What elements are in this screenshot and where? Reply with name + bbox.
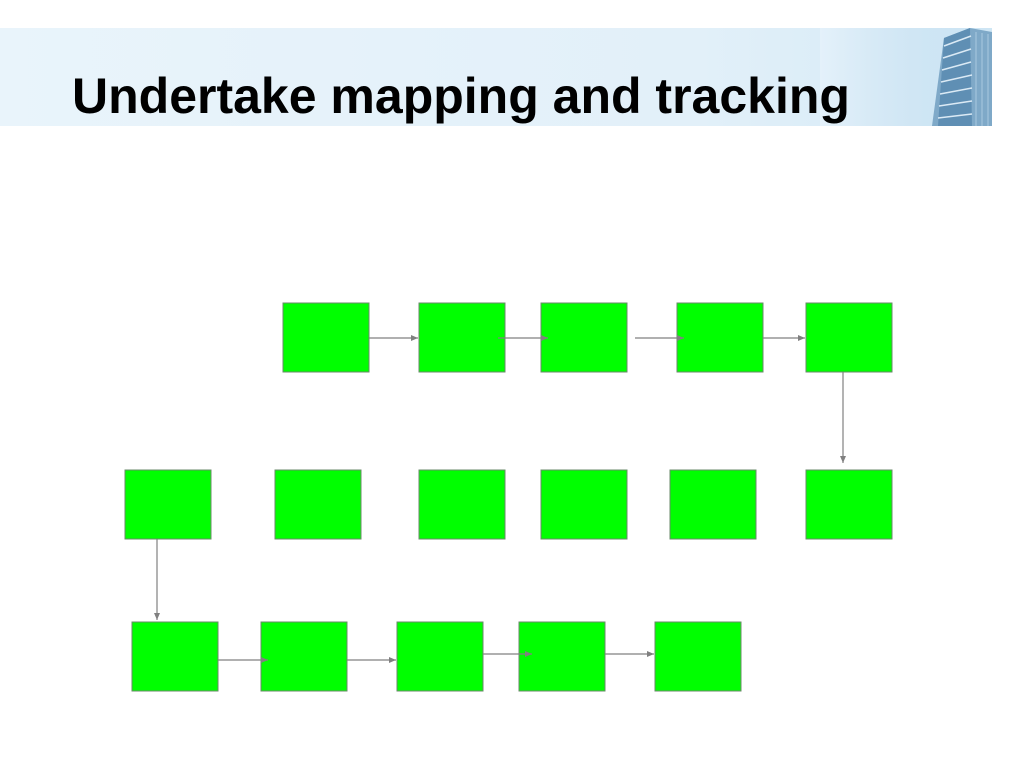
flow-box-r2-4 xyxy=(540,469,628,540)
slide-title: Undertake mapping and tracking xyxy=(72,68,850,124)
flow-box-r3-1 xyxy=(131,621,219,692)
flow-box-r1-1 xyxy=(282,302,370,373)
flow-box-r2-5 xyxy=(669,469,757,540)
flow-box-r1-2 xyxy=(418,302,506,373)
flow-box-r3-2 xyxy=(260,621,348,692)
flow-box-r2-6 xyxy=(805,469,893,540)
flow-box-r2-2 xyxy=(274,469,362,540)
flow-box-r1-5 xyxy=(805,302,893,373)
building-graphic xyxy=(820,28,992,126)
flow-box-r3-4 xyxy=(518,621,606,692)
flow-box-r1-3 xyxy=(540,302,628,373)
flow-box-r2-3 xyxy=(418,469,506,540)
flow-box-r3-3 xyxy=(396,621,484,692)
flow-box-r3-5 xyxy=(654,621,742,692)
flow-box-r2-1 xyxy=(124,469,212,540)
flow-box-r1-4 xyxy=(676,302,764,373)
